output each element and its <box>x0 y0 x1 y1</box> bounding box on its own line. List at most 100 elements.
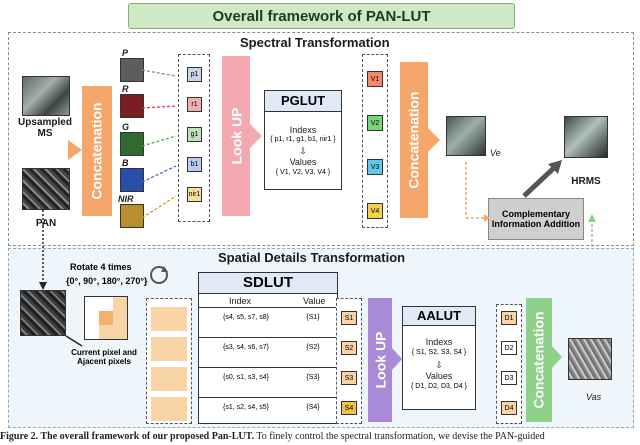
input-cell-b1: b1 <box>187 157 202 172</box>
rotate-label: Rotate 4 times <box>70 262 132 272</box>
sdlut-value-header: Value <box>303 296 326 306</box>
s-cell-3: S3 <box>341 371 357 385</box>
pglut-title: PGLUT <box>265 91 341 112</box>
pglut-indexs-value: { p1, r1, g1, b1, nir1 } <box>270 136 336 143</box>
input-cell-g1: g1 <box>187 127 202 142</box>
vas-image <box>568 338 612 380</box>
band-label-b: B <box>122 158 129 168</box>
sdlut-row-3-value: {S3} <box>306 373 320 381</box>
sdlut-row-1: {s4, s5, s7, s8} {S1} <box>199 307 337 326</box>
sdlut-row-4-value: {S4} <box>306 403 320 411</box>
aalut-box: AALUT Indexs { S1, S2, S3, S4 } ⇩ Values… <box>402 306 476 410</box>
sdlut-row-4: {s1, s2, s4, s5} {S4} <box>199 397 337 416</box>
d-cell-1: D1 <box>501 311 517 325</box>
d-cell-2: D2 <box>501 341 517 355</box>
band-arrows <box>142 69 177 219</box>
v-cell-column: V1 V2 V3 V4 <box>362 54 388 228</box>
aalut-values-label: Values <box>425 371 453 381</box>
input-cell-column: p1 r1 g1 b1 nir1 <box>178 54 210 222</box>
ve-image <box>446 116 486 156</box>
upsampled-ms-label: Upsampled MS <box>18 117 72 139</box>
concatenation-bar-spectral: Concatenation <box>82 86 112 216</box>
input-cell-r1: r1 <box>187 97 202 112</box>
band-label-p: P <box>122 48 129 58</box>
s-index-column <box>146 298 192 424</box>
lookup-arrow-head-icon <box>250 124 262 148</box>
band-label-nir: NIR <box>118 194 134 204</box>
input-cell-nir1: nir1 <box>187 187 202 202</box>
sdlut-title: SDLUT <box>199 273 337 294</box>
angles-label: {0°, 90°, 180°, 270°} <box>66 276 148 286</box>
spectral-title: Spectral Transformation <box>240 35 390 50</box>
ve-to-cia-arrow-icon <box>465 162 490 222</box>
s-group-1 <box>151 307 187 331</box>
s-cell-1: S1 <box>341 311 357 325</box>
spatial-title: Spatial Details Transformation <box>218 250 406 265</box>
band-image-p <box>120 58 144 82</box>
sdlut-row-1-index: {s4, s5, s7, s8} <box>223 313 269 321</box>
pixel-arrow-icon <box>65 335 83 347</box>
band-image-g <box>120 132 144 156</box>
cia-to-hrms-arrow-icon <box>522 160 562 198</box>
band-image-r <box>120 94 144 118</box>
v-cell-4: V4 <box>367 203 383 219</box>
ve-label: Ve <box>490 148 501 158</box>
sdlut-row-2: {s3, s4, s6, s7}{S2} <box>199 337 337 356</box>
diagram-title: Overall framework of PAN-LUT <box>128 3 515 29</box>
vas-label: Vas <box>586 392 602 402</box>
concat2-arrow-head-icon <box>428 128 440 152</box>
s-group-3 <box>151 367 187 391</box>
figure-caption: Figure 2. The overall framework of our p… <box>0 431 640 445</box>
band-image-nir <box>120 204 144 228</box>
pglut-values-value: { V1, V2, V3, V4 } <box>275 169 331 176</box>
s-cell-2: S2 <box>341 341 357 355</box>
pan-crop-image <box>20 290 66 336</box>
d-cell-3: D3 <box>501 371 517 385</box>
band-label-r: R <box>122 84 129 94</box>
v-cell-2: V2 <box>367 115 383 131</box>
complementary-information-addition-box: Complementary Information Addition <box>488 198 584 240</box>
current-pixel-label: Current pixel and Ajacent pixels <box>71 348 137 366</box>
lookup2-arrow-head-icon <box>392 348 402 370</box>
caption-rest: To finely control the spectral transform… <box>254 431 545 442</box>
d-cell-4: D4 <box>501 401 517 415</box>
pglut-box: PGLUT Indexs { p1, r1, g1, b1, nir1 } ⇩ … <box>264 90 342 190</box>
s-group-2 <box>151 337 187 361</box>
rotate-icon <box>150 266 168 284</box>
pglut-arrow-icon: ⇩ <box>299 146 307 156</box>
s-group-4 <box>151 397 187 421</box>
d-cell-column: D1 D2 D3 D4 <box>496 304 522 424</box>
aalut-values-value: { D1, D2, D3, D4 } <box>410 383 468 390</box>
caption-bold: Figure 2. The overall framework of our p… <box>0 431 255 442</box>
hrms-image <box>564 116 608 158</box>
concat-arrow-head-icon <box>68 140 82 160</box>
sdlut-row-1-value: {S1} <box>306 313 320 321</box>
sdlut-row-4-index: {s1, s2, s4, s5} <box>223 403 269 411</box>
concat3-arrow-head-icon <box>552 346 562 368</box>
concatenation-bar-spectral-2: Concatenation <box>400 62 428 218</box>
sdlut-index-header: Index <box>229 296 252 306</box>
aalut-title: AALUT <box>403 307 475 326</box>
sdlut-row-3-index: {s0, s1, s3, s4} <box>223 373 269 381</box>
band-label-g: G <box>122 122 130 132</box>
hrms-label: HRMS <box>571 176 601 187</box>
v-cell-1: V1 <box>367 71 383 87</box>
lookup-bar-spectral: Look UP <box>222 56 250 216</box>
aalut-indexs-value: { S1, S2, S3, S4 } <box>411 349 467 356</box>
s-cell-column: S1 S2 S3 S4 <box>336 298 362 424</box>
aalut-arrow-icon: ⇩ <box>435 360 443 370</box>
pglut-values-label: Values <box>289 157 317 167</box>
lookup-bar-spatial: Look UP <box>368 298 392 422</box>
upsampled-ms-image <box>22 76 70 116</box>
sdlut-row-3: {s0, s1, s3, s4} {S3} <box>199 367 337 386</box>
sdlut-row-2-index: {s3, s4, s6, s7} <box>223 343 269 351</box>
concatenation-bar-spatial: Concatenation <box>526 298 552 422</box>
v-cell-3: V3 <box>367 159 383 175</box>
pixel-grid <box>84 296 128 340</box>
pan-label: PAN <box>35 218 57 229</box>
band-thumbnails: P R G B NIR <box>118 48 158 228</box>
s-cell-4: S4 <box>341 401 357 415</box>
aalut-indexs-label: Indexs <box>425 337 453 347</box>
pglut-indexs-label: Indexs <box>289 125 317 135</box>
input-cell-p1: p1 <box>187 67 202 82</box>
